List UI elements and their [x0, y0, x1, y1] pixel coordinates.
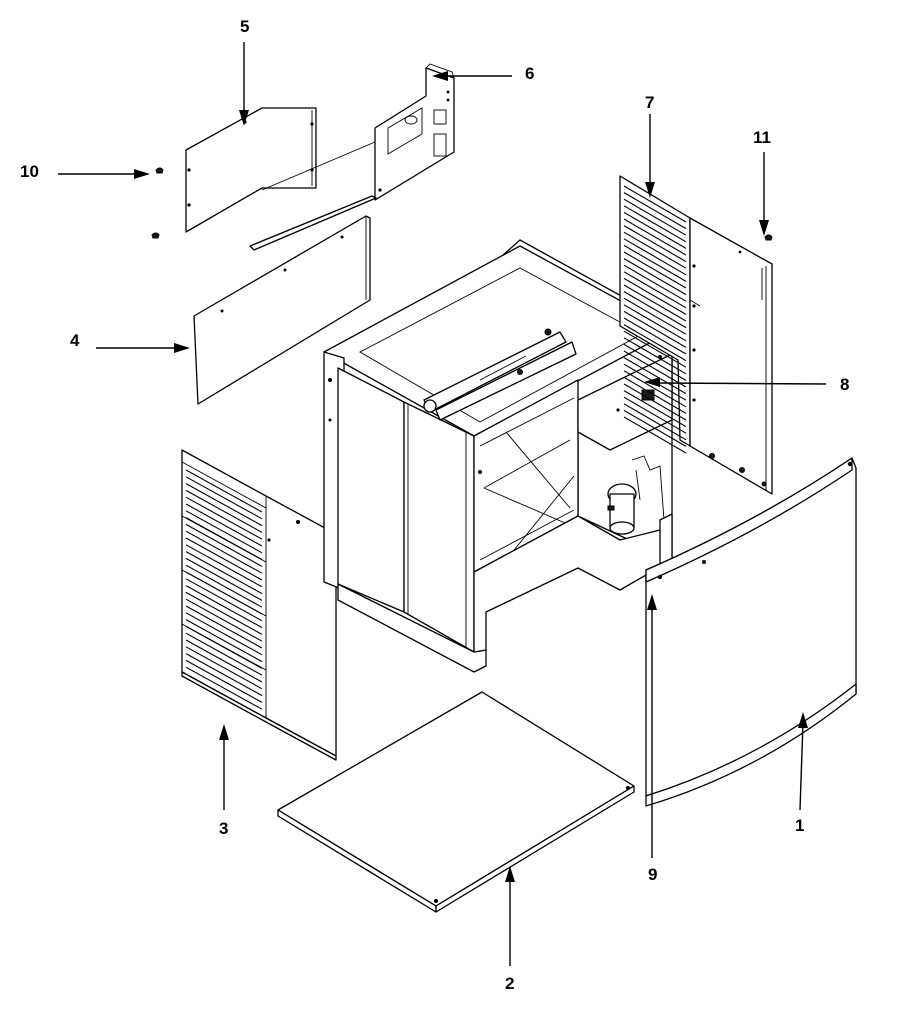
callout-6: 6 [525, 64, 535, 83]
louver-slat [623, 337, 687, 375]
callout-10: 10 [20, 162, 39, 181]
louver-slat [623, 192, 687, 230]
callout-1: 1 [795, 816, 805, 835]
louver-slat [623, 198, 687, 236]
louver-slat [623, 403, 687, 441]
part-liner-panel [193, 215, 371, 405]
louver-slat [623, 277, 687, 315]
louver-slat [185, 476, 263, 520]
callout-4: 4 [70, 331, 80, 350]
louver-slat [623, 225, 687, 263]
callout-8: 8 [840, 375, 850, 394]
louver-slat [185, 591, 263, 635]
callout-5: 5 [240, 17, 250, 36]
louver-slat [623, 231, 687, 269]
louver-slat [185, 564, 263, 608]
louver-slat [185, 578, 263, 622]
louver-slat [185, 632, 263, 676]
louver-slat [185, 503, 263, 547]
part-left-louvered-panel [181, 449, 337, 761]
louver-slat [623, 304, 687, 342]
louver-slat [185, 469, 263, 513]
louver-slat [623, 409, 687, 447]
louver-slat [623, 251, 687, 289]
louver-slat [185, 523, 263, 567]
louver-slat [185, 510, 263, 554]
louver-slat [185, 557, 263, 601]
louver-slat [623, 264, 687, 302]
louver-slat [185, 544, 263, 588]
louver-slat [185, 496, 263, 540]
callout-9: 9 [648, 865, 658, 884]
part-control-box-panel [249, 63, 455, 251]
louver-slat [623, 317, 687, 355]
louver-slat [623, 271, 687, 309]
louver-slat [623, 376, 687, 414]
louver-slat [623, 185, 687, 223]
louver-slat [623, 324, 687, 362]
callout-3: 3 [219, 819, 229, 838]
louver-slat [623, 350, 687, 388]
callout-11: 11 [753, 128, 771, 147]
part-bottom-panel [277, 691, 635, 913]
louver-slat [623, 297, 687, 335]
louver-slat [185, 585, 263, 629]
louver-slat [185, 605, 263, 649]
louver-slat [623, 244, 687, 282]
louver-slat [185, 551, 263, 595]
louver-slat [623, 310, 687, 348]
louver-slat [623, 205, 687, 243]
part-top-panel [185, 107, 317, 233]
part-front-door-panel [645, 457, 857, 807]
louver-slat [185, 659, 263, 703]
louver-slat [623, 211, 687, 249]
part-screws [151, 167, 164, 239]
louver-slat [623, 396, 687, 434]
louver-slat [623, 218, 687, 256]
louver-slat [185, 530, 263, 574]
callout-arrows [58, 42, 827, 966]
louver-slat [185, 537, 263, 581]
louver-slat [185, 653, 263, 697]
louver-slat [185, 646, 263, 690]
louver-slat [623, 284, 687, 322]
louver-slat [623, 370, 687, 408]
louver-slat [623, 416, 687, 454]
part-right-louvered-panel [619, 175, 773, 495]
louver-slat [185, 612, 263, 656]
louver-slat [623, 343, 687, 381]
louver-slat [185, 483, 263, 527]
louver-slat [185, 666, 263, 710]
louver-slat [623, 357, 687, 395]
callout-7: 7 [645, 93, 655, 112]
louver-slat [185, 619, 263, 663]
louver-slat [185, 639, 263, 683]
louver-slat [623, 390, 687, 428]
louver-slat [623, 291, 687, 329]
louver-slat [185, 489, 263, 533]
louver-slat [623, 258, 687, 296]
louver-slat [623, 238, 687, 276]
callout-2: 2 [505, 974, 515, 993]
part-screw-right [764, 234, 773, 241]
louver-slat [623, 383, 687, 421]
louver-slat [623, 330, 687, 368]
louver-slat [185, 598, 263, 642]
